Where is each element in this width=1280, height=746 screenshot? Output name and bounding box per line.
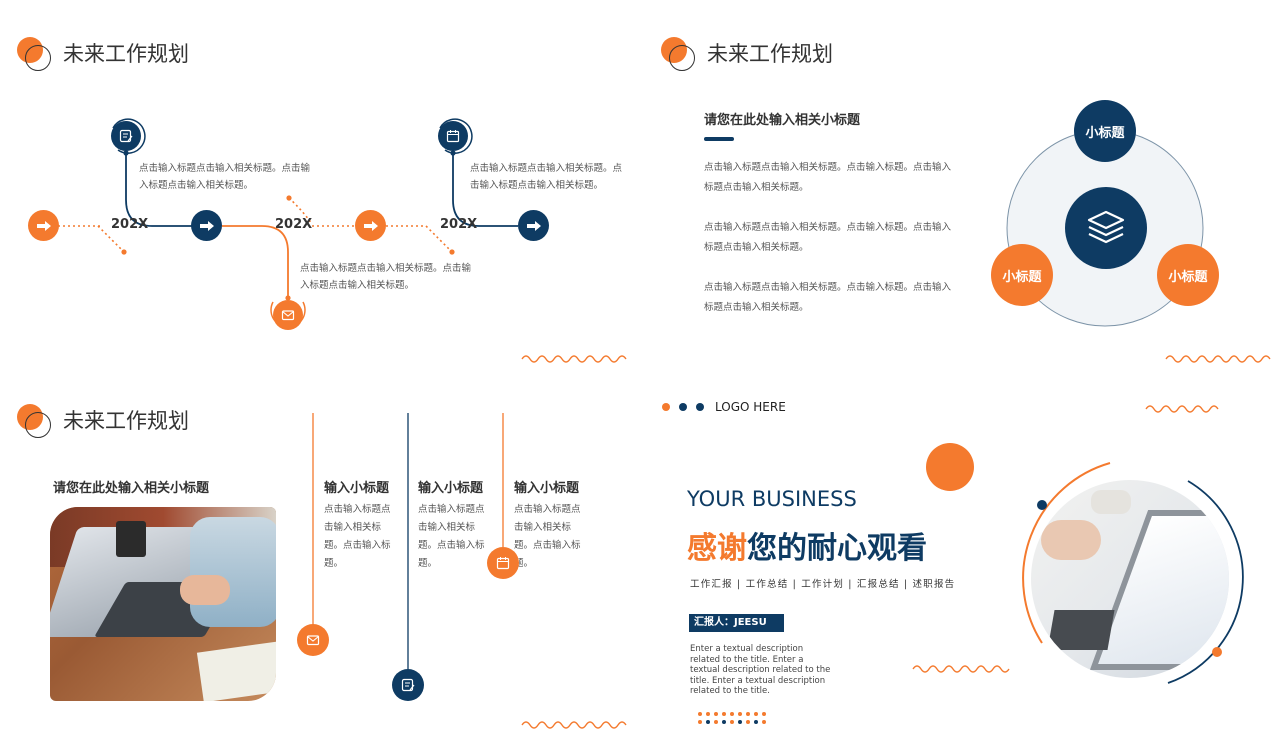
circle-label: 小标题	[1002, 269, 1042, 285]
calendar-icon	[438, 121, 468, 151]
year-label: 202X	[440, 217, 478, 232]
circle-topic: 小标题	[991, 244, 1053, 306]
slide-thanks: LOGO HERE YOUR BUSINESS 感谢您的耐心观看 工作汇报 | …	[640, 373, 1280, 746]
slide-title: 未来工作规划	[63, 42, 189, 66]
logo-text: LOGO HERE	[715, 400, 786, 414]
mail-icon	[273, 300, 303, 330]
slide-title: 未来工作规划	[707, 42, 833, 66]
title-logo-mark	[661, 37, 697, 73]
timeline-lines	[58, 118, 627, 363]
note-icon	[392, 669, 424, 701]
calendar-icon	[487, 547, 519, 579]
column-title: 输入小标题	[418, 481, 484, 496]
column-lines	[312, 413, 627, 729]
year-label: 202X	[111, 217, 149, 232]
slide-timeline: 未来工作规划	[0, 0, 640, 373]
paragraph: 点击输入标题点击输入相关标题。点击输入标题。点击输入标题点击输入相关标题。	[704, 162, 952, 193]
thanks-heading: 感谢您的耐心观看	[687, 523, 927, 567]
arrow-right-icon	[518, 210, 549, 241]
paragraph: 点击输入标题点击输入相关标题。点击输入标题。点击输入标题点击输入相关标题。	[704, 222, 952, 253]
circle-label: 小标题	[1085, 125, 1125, 141]
circle-diagram	[1006, 129, 1271, 363]
sub-title: 请您在此处输入相关小标题	[53, 481, 210, 496]
slide-title: 未来工作规划	[63, 409, 189, 433]
tag-line: 工作汇报 | 工作总结 | 工作计划 | 汇报总结 | 述职报告	[690, 579, 956, 590]
decorations	[662, 403, 1244, 724]
column-text: 点击输入标题点击输入相关标题。点击输入标题。	[418, 504, 485, 569]
circle-label: 小标题	[1168, 269, 1208, 285]
laptop-photo	[50, 507, 276, 701]
sub-title: 请您在此处输入相关小标题	[704, 113, 861, 128]
thanks-orange: 感谢	[687, 531, 747, 566]
title-logo-mark	[17, 404, 53, 440]
office-photo	[1031, 480, 1229, 678]
title-logo-mark	[17, 37, 53, 73]
circle-topic: 小标题	[1074, 100, 1136, 162]
year-label: 202X	[275, 217, 313, 232]
column-text: 点击输入标题点击输入相关标题。点击输入标题。	[324, 504, 391, 569]
slide-columns: 未来工作规划 请您在此处输入相关小标题 输入小标题 输入小标题 输入小标题 点击…	[0, 373, 640, 746]
circle-topic: 小标题	[1157, 244, 1219, 306]
paragraph: 点击输入标题点击输入相关标题。点击输入标题。点击输入标题点击输入相关标题。	[704, 282, 952, 313]
note-icon	[111, 121, 141, 151]
reporter-badge: 汇报人：JEESU	[689, 614, 784, 632]
slide-circles: 未来工作规划 请您在此处输入相关小标题 点击输入标题点击输入相关标题。点击输入标…	[640, 0, 1280, 373]
arrow-right-icon	[191, 210, 222, 241]
timeline-text: 点击输入标题点击输入相关标题。点击输入标题点击输入相关标题。	[139, 163, 311, 191]
column-title: 输入小标题	[514, 481, 580, 496]
mail-icon	[297, 624, 329, 656]
description: Enter a textual description related to t…	[690, 644, 831, 696]
thanks-navy: 您的耐心观看	[747, 531, 927, 566]
timeline-text: 点击输入标题点击输入相关标题。点击输入标题点击输入相关标题。	[300, 263, 472, 291]
column-title: 输入小标题	[324, 481, 390, 496]
sub-title-underline	[704, 137, 734, 141]
business-text: YOUR BUSINESS	[687, 487, 857, 511]
timeline-text: 点击输入标题点击输入相关标题。点击输入标题点击输入相关标题。	[470, 163, 623, 191]
layers-icon	[1065, 187, 1147, 269]
arrow-right-icon	[355, 210, 386, 241]
column-text: 点击输入标题点击输入相关标题。点击输入标题。	[514, 504, 581, 569]
arrow-right-icon	[28, 210, 59, 241]
